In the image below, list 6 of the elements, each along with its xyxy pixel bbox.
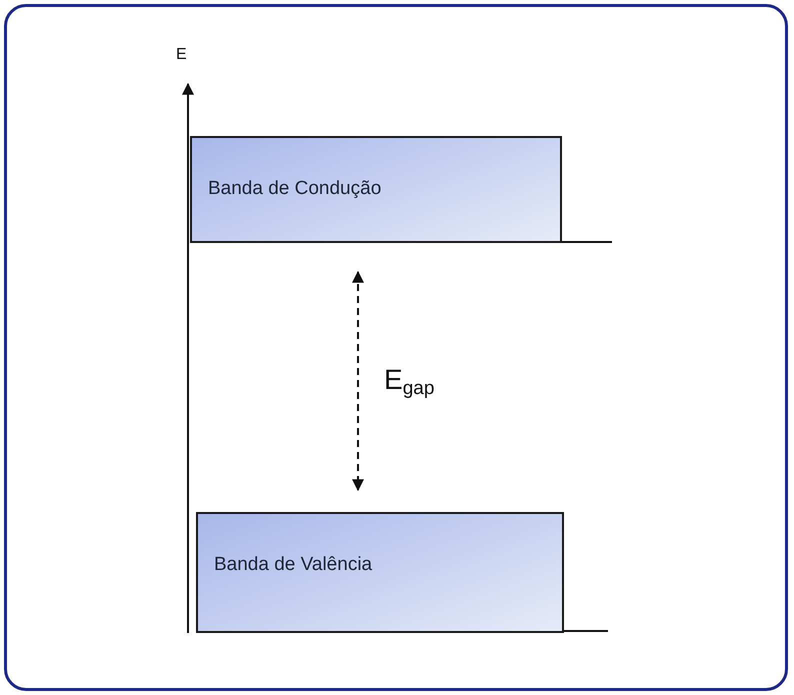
axis-label: E (176, 46, 187, 64)
energy-band (190, 136, 562, 243)
band-label: Banda de Condução (208, 178, 382, 200)
band-label: Banda de Valência (214, 554, 372, 576)
gap-label: E$_{gap}$ (384, 364, 434, 400)
energy-band (196, 512, 564, 633)
